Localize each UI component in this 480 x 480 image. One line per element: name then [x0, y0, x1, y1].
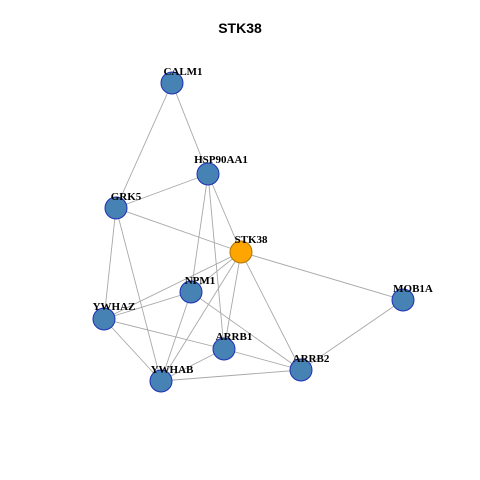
edge-hsp90aa1-grk5	[115, 173, 209, 209]
edge-arrb1-ywhab	[160, 348, 225, 382]
edge-npm1-arrb2	[190, 291, 302, 371]
edge-hsp90aa1-stk38	[207, 173, 242, 253]
node-label: STK38	[234, 234, 268, 246]
edge-hsp90aa1-npm1	[190, 173, 209, 293]
node-hsp90aa1[interactable]: HSP90AA1	[194, 154, 248, 186]
node-label: YWHAB	[151, 364, 194, 376]
edge-ywhaz-arrb1	[103, 318, 225, 350]
node-circle[interactable]	[196, 162, 220, 186]
edge-hsp90aa1-arrb1	[207, 173, 225, 350]
edge-npm1-ywhaz	[103, 291, 192, 320]
edge-ywhaz-ywhab	[103, 318, 162, 382]
node-circle[interactable]	[212, 337, 236, 361]
edge-ywhab-arrb2	[160, 369, 302, 382]
node-circle[interactable]	[104, 196, 128, 220]
node-ywhaz[interactable]: YWHAZ	[92, 301, 136, 331]
edge-mob1a-arrb2	[300, 299, 404, 371]
edge-grk5-stk38	[115, 207, 242, 253]
edge-arrb1-arrb2	[223, 348, 302, 371]
edge-stk38-arrb2	[240, 251, 302, 371]
node-circle[interactable]	[149, 369, 173, 393]
node-npm1[interactable]: NPM1	[179, 275, 216, 304]
node-circle[interactable]	[160, 71, 184, 95]
node-circle[interactable]	[289, 358, 313, 382]
edges-layer	[103, 82, 404, 382]
node-circle[interactable]	[179, 280, 203, 304]
node-circle[interactable]	[92, 307, 116, 331]
edge-stk38-ywhaz	[103, 251, 242, 320]
node-arrb1[interactable]: ARRB1	[212, 331, 253, 361]
node-label: MOB1A	[393, 283, 433, 295]
node-mob1a[interactable]: MOB1A	[391, 283, 433, 312]
edge-stk38-ywhab	[160, 251, 242, 382]
edge-calm1-grk5	[115, 82, 173, 209]
edge-npm1-ywhab	[160, 291, 192, 382]
edge-stk38-mob1a	[240, 251, 404, 301]
node-label: GRK5	[111, 191, 142, 203]
node-stk38[interactable]: STK38	[229, 234, 268, 264]
node-label: NPM1	[185, 275, 216, 287]
node-grk5[interactable]: GRK5	[104, 191, 142, 220]
edge-grk5-ywhab	[115, 207, 162, 382]
node-label: ARRB2	[293, 353, 330, 365]
node-circle[interactable]	[391, 288, 415, 312]
node-calm1[interactable]: CALM1	[160, 66, 203, 95]
edge-stk38-arrb1	[223, 251, 242, 350]
node-label: HSP90AA1	[194, 154, 248, 166]
node-label: ARRB1	[216, 331, 253, 343]
node-arrb2[interactable]: ARRB2	[289, 353, 330, 382]
chart-title: STK38	[218, 20, 262, 36]
node-circle[interactable]	[229, 240, 253, 264]
edge-grk5-ywhaz	[103, 207, 117, 320]
node-label: CALM1	[163, 66, 202, 78]
node-ywhab[interactable]: YWHAB	[149, 364, 194, 393]
node-label: YWHAZ	[93, 301, 136, 313]
edge-calm1-hsp90aa1	[171, 82, 209, 175]
